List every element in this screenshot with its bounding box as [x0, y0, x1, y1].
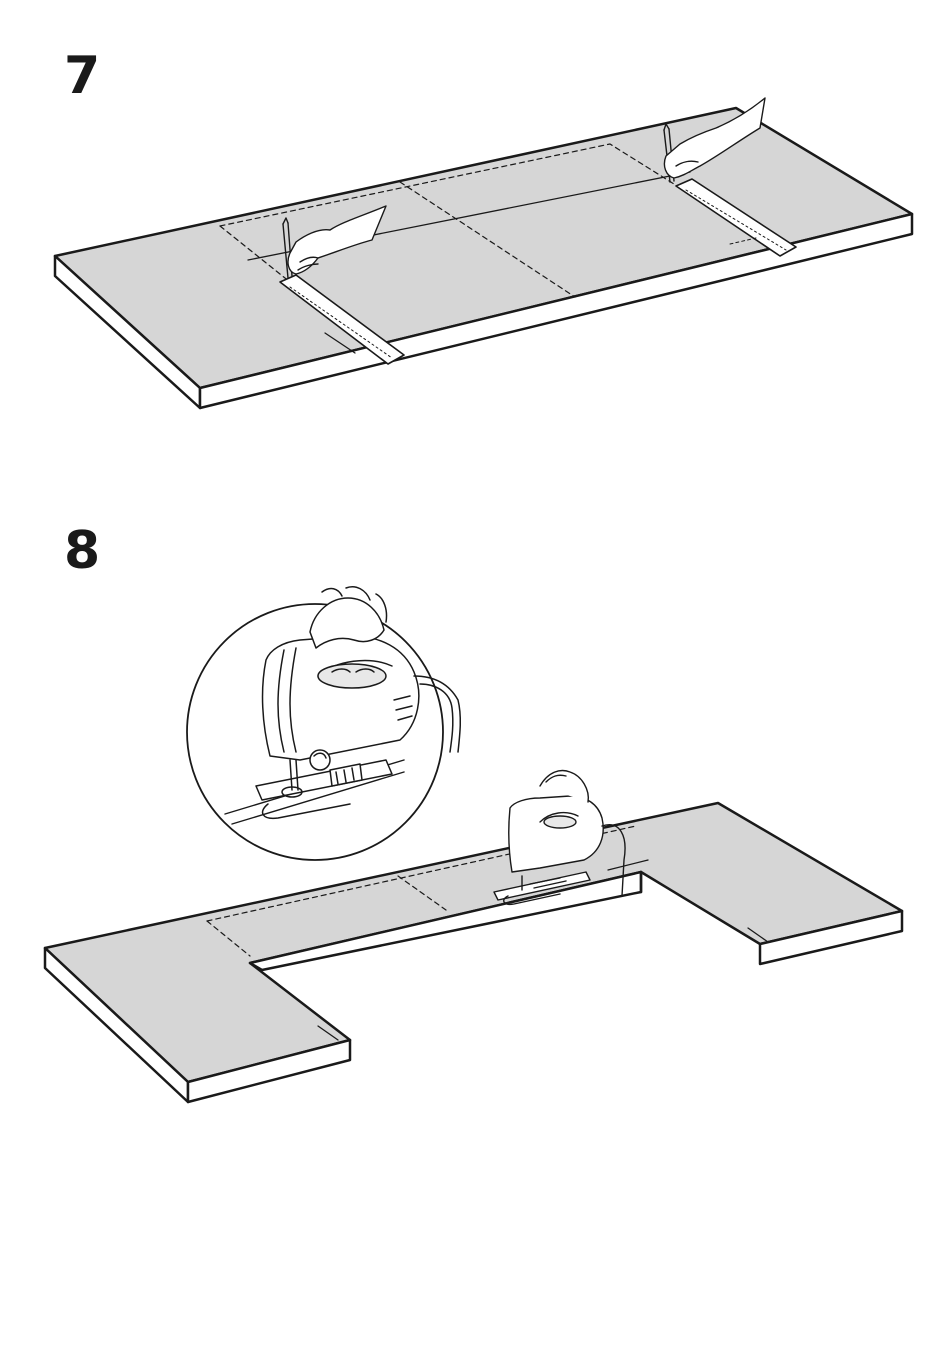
- step-7-illustration: [55, 98, 912, 408]
- step-8-illustration: [45, 587, 902, 1102]
- worktop-slab: [55, 108, 912, 408]
